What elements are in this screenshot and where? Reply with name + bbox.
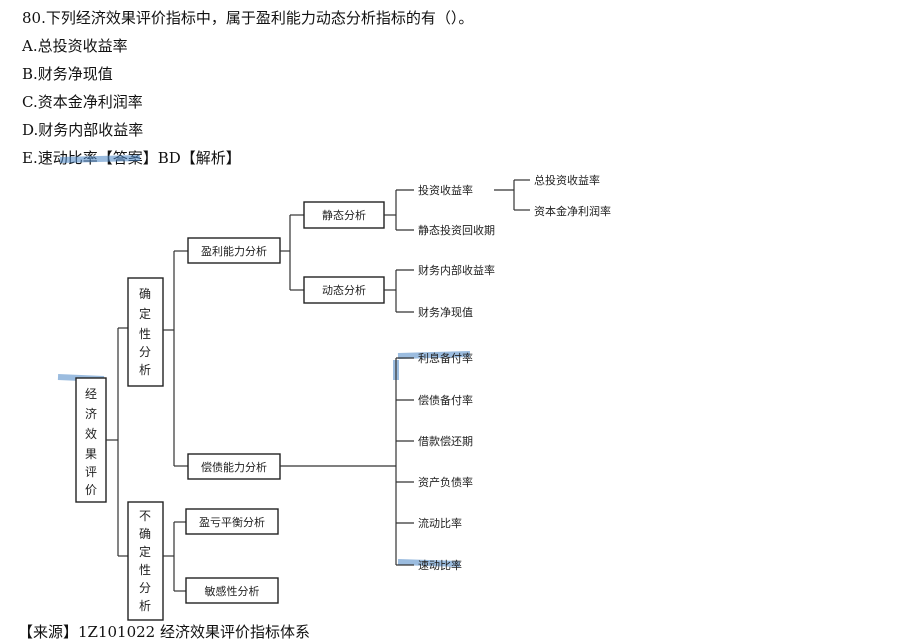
certain-char-1: 确 [139, 287, 151, 301]
uncertain-char-4: 性 [139, 563, 151, 577]
root-char-4: 果 [85, 447, 97, 461]
question-title: 80.下列经济效果评价指标中，属于盈利能力动态分析指标的有（）。 [22, 9, 474, 27]
certain-char-5: 析 [139, 363, 151, 377]
loan-period-label: 借款偿还期 [418, 434, 473, 448]
option-b: B.财务净现值 [22, 65, 113, 83]
uncertain-char-2: 确 [139, 527, 151, 541]
solvency-analysis-label: 偿债能力分析 [201, 460, 267, 474]
uncertainty-analysis-box [127, 501, 164, 621]
solvency-analysis-box [187, 453, 281, 480]
dynamic-analysis-box [303, 276, 385, 304]
sensitivity-analysis-label: 敏感性分析 [205, 584, 260, 598]
root-char-1: 经 [85, 387, 97, 401]
profit-analysis-label: 盈利能力分析 [201, 244, 267, 258]
interest-coverage-label: 利息备付率 [418, 351, 473, 365]
static-payback-label: 静态投资回收期 [418, 223, 495, 237]
uncertain-char-6: 析 [139, 599, 151, 613]
root-char-5: 评 [85, 465, 97, 479]
profit-analysis-box [187, 237, 281, 264]
dynamic-analysis-label: 动态分析 [322, 283, 366, 297]
capital-ratio-label: 资本金净利润率 [534, 204, 611, 218]
option-d: D.财务内部收益率 [22, 121, 144, 139]
breakeven-analysis-box [185, 508, 279, 535]
breakeven-analysis-label: 盈亏平衡分析 [199, 515, 265, 529]
option-a: A.总投资收益率 [22, 37, 128, 55]
irr-label: 财务内部收益率 [418, 263, 495, 277]
debt-service-label: 偿债备付率 [418, 393, 473, 407]
uncertain-char-5: 分 [139, 581, 151, 595]
uncertain-char-1: 不 [139, 509, 151, 523]
uncertain-char-3: 定 [139, 544, 151, 559]
root-char-2: 济 [85, 406, 97, 421]
roi-label: 投资收益率 [418, 183, 473, 197]
root-char-3: 效 [85, 426, 97, 441]
certain-char-2: 定 [139, 306, 151, 321]
certain-char-3: 性 [139, 327, 151, 341]
sensitivity-analysis-box [185, 577, 279, 604]
root-char-6: 价 [85, 483, 97, 497]
current-ratio-label: 流动比率 [418, 516, 462, 530]
option-c: C.资本金净利润率 [22, 93, 143, 111]
certain-char-4: 分 [139, 345, 151, 359]
static-analysis-label: 静态分析 [322, 208, 366, 222]
certainty-analysis-box [127, 277, 164, 387]
quick-ratio-label: 速动比率 [418, 558, 462, 572]
source-line: 【来源】1Z101022 经济效果评价指标体系 [18, 623, 310, 641]
total-roi-label: 总投资收益率 [534, 173, 600, 187]
debt-ratio-label: 资产负债率 [418, 475, 473, 489]
npv-label: 财务净现值 [418, 305, 473, 319]
watermark [57, 155, 471, 567]
